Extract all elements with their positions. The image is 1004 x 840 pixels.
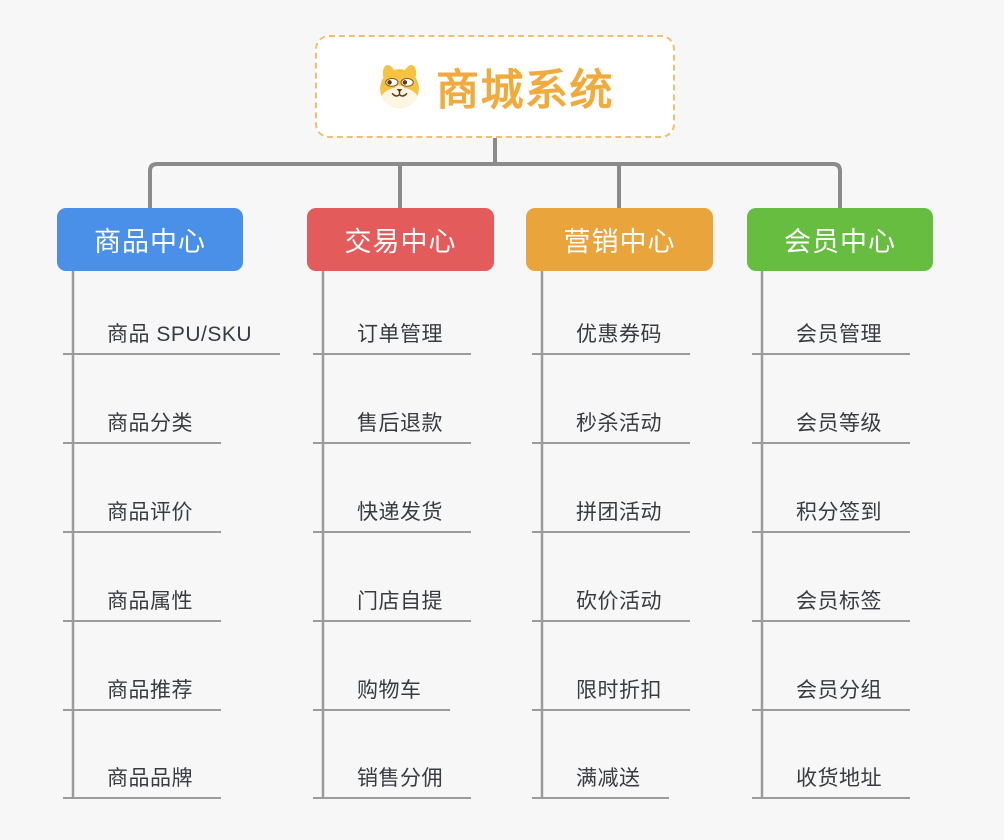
- topic-item[interactable]: 商品品牌: [63, 759, 221, 799]
- topic-item[interactable]: 商品 SPU/SKU: [63, 315, 281, 355]
- topic-item[interactable]: 优惠券码: [532, 315, 690, 355]
- branch-header-marketing-center[interactable]: 营销中心: [526, 208, 713, 271]
- topic-item[interactable]: 商品评价: [63, 493, 221, 533]
- topic-item[interactable]: 商品属性: [63, 582, 221, 622]
- topic-item[interactable]: 满减送: [532, 759, 669, 799]
- topic-item[interactable]: 收货地址: [752, 759, 910, 799]
- branch-header-product-center[interactable]: 商品中心: [57, 208, 243, 271]
- topic-item[interactable]: 会员标签: [752, 582, 910, 622]
- topic-item[interactable]: 售后退款: [313, 404, 471, 444]
- topic-item[interactable]: 订单管理: [313, 315, 471, 355]
- topic-item[interactable]: 拼团活动: [532, 493, 690, 533]
- topic-item[interactable]: 购物车: [313, 671, 450, 711]
- topic-item[interactable]: 快递发货: [313, 493, 471, 533]
- topic-item[interactable]: 会员等级: [752, 404, 910, 444]
- topic-item[interactable]: 商品推荐: [63, 671, 221, 711]
- topic-item[interactable]: 门店自提: [313, 582, 471, 622]
- topic-item[interactable]: 会员分组: [752, 671, 910, 711]
- topic-item[interactable]: 商品分类: [63, 404, 221, 444]
- branch-header-trade-center[interactable]: 交易中心: [307, 208, 494, 271]
- topic-item[interactable]: 秒杀活动: [532, 404, 690, 444]
- topic-item[interactable]: 销售分佣: [313, 759, 471, 799]
- shiba-dog-icon: [380, 65, 419, 108]
- topic-item[interactable]: 砍价活动: [532, 582, 690, 622]
- topic-item[interactable]: 积分签到: [752, 493, 910, 533]
- root-title: 商城系统: [436, 66, 614, 115]
- root-node[interactable]: 商城系统: [315, 35, 675, 138]
- topic-item[interactable]: 会员管理: [752, 315, 910, 355]
- branch-header-member-center[interactable]: 会员中心: [747, 208, 933, 271]
- topic-item[interactable]: 限时折扣: [532, 671, 690, 711]
